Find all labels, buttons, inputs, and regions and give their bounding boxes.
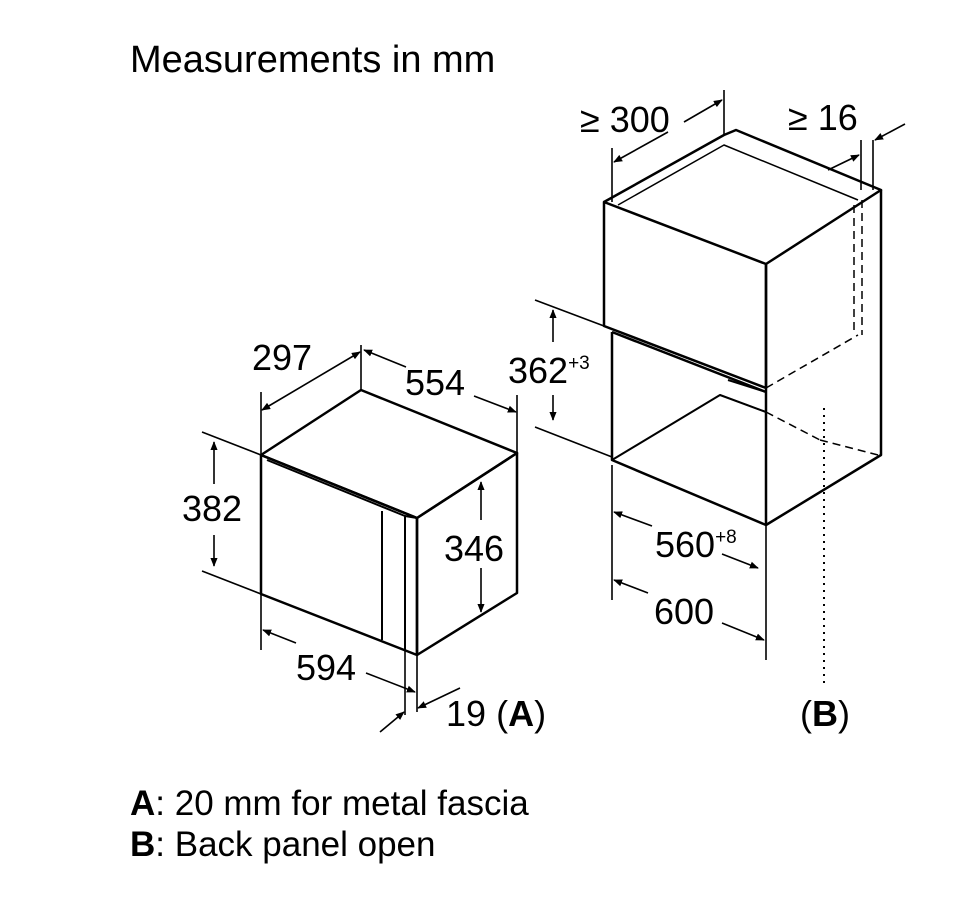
dim-niche-width-value: 560 — [655, 524, 715, 565]
dim-height-door-label: 346 — [444, 528, 504, 569]
dim-depth-body-label: 297 — [252, 337, 312, 378]
microwave-side-face — [415, 451, 519, 657]
dim-niche-width-tolerance: +8 — [715, 527, 737, 548]
back-ref-open: ( — [800, 693, 812, 734]
legend-key-b: B — [130, 825, 156, 864]
dim-niche-depth-label: ≥ 300 — [580, 99, 670, 140]
back-ref-key: B — [812, 693, 838, 734]
dim-fascia-ref-open: ( — [496, 693, 508, 734]
cabinet-niche — [602, 128, 883, 527]
cabinet-dimension-lines — [534, 90, 906, 660]
dim-fascia-ref: A — [508, 693, 534, 734]
legend-item-a: A: 20 mm for metal fascia — [130, 784, 529, 824]
dim-fascia-label: 19 (A) — [446, 693, 546, 734]
dim-niche-width-label: 560+8 — [655, 524, 737, 565]
back-ref-close: ) — [838, 693, 850, 734]
dim-niche-height-value: 362 — [508, 350, 568, 391]
diagram-title: Measurements in mm — [130, 39, 495, 81]
dim-back-gap-label: ≥ 16 — [788, 97, 858, 138]
back-panel-ref-label: (B) — [800, 693, 850, 734]
dim-cabinet-width-label: 600 — [654, 591, 714, 632]
legend-key-a: A — [130, 784, 156, 823]
dim-width-front-label: 594 — [296, 647, 356, 688]
dim-niche-height-tolerance: +3 — [568, 353, 590, 374]
dim-height-total-label: 382 — [182, 488, 242, 529]
dim-fascia-value: 19 — [446, 693, 486, 734]
cabinet-hidden-edges — [719, 200, 879, 526]
dim-depth-total-label: 554 — [405, 362, 465, 403]
microwave-front-face — [259, 453, 419, 657]
microwave-top-face — [259, 388, 519, 520]
legend-item-b: B: Back panel open — [130, 825, 436, 865]
microwave-dimension-lines — [201, 345, 518, 733]
microwave-appliance — [259, 388, 519, 657]
legend-text-a: : 20 mm for metal fascia — [155, 784, 529, 823]
dim-niche-height-label: 362+3 — [508, 350, 590, 391]
legend-text-b: : Back panel open — [155, 825, 436, 864]
dim-fascia-ref-close: ) — [534, 693, 546, 734]
